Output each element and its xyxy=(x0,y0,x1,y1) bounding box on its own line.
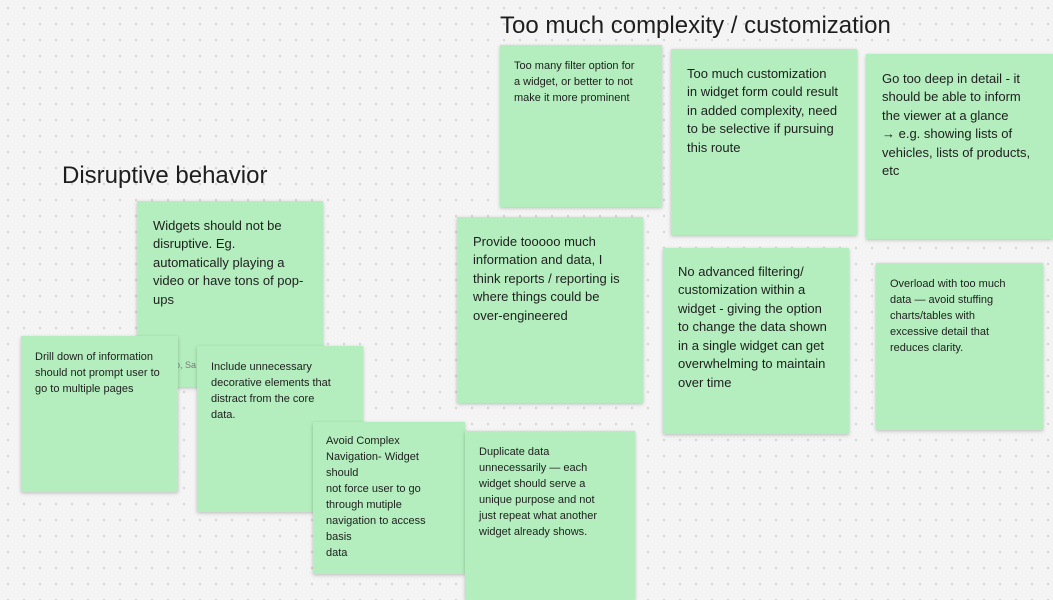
sticky-note-overload-data[interactable]: Overload with too much data — avoid stuf… xyxy=(876,263,1043,430)
note-text: No advanced filtering/ customization wit… xyxy=(678,264,827,390)
heading-complexity[interactable]: Too much complexity / customization xyxy=(500,12,891,39)
sticky-note-no-advanced-filtering[interactable]: No advanced filtering/ customization wit… xyxy=(663,248,849,434)
sticky-note-avoid-complex-navigation[interactable]: Avoid Complex Navigation- Widget should … xyxy=(313,422,465,574)
note-text: Include unnecessary decorative elements … xyxy=(211,361,331,421)
note-text: Go too deep in detail - it should be abl… xyxy=(882,71,1031,179)
sticky-note-duplicate-data[interactable]: Duplicate data unnecessarily — each widg… xyxy=(465,431,635,600)
note-text: Widgets should not be disruptive. Eg. au… xyxy=(153,218,304,307)
note-hidden-text: o, Sa xyxy=(175,360,197,370)
sticky-note-too-deep-detail[interactable]: Go too deep in detail - it should be abl… xyxy=(866,54,1053,239)
note-text: Provide tooooo much information and data… xyxy=(473,234,620,323)
sticky-note-too-much-customization[interactable]: Too much customization in widget form co… xyxy=(671,49,857,235)
note-text: Overload with too much data — avoid stuf… xyxy=(890,278,1006,354)
note-text: Too much customization in widget form co… xyxy=(687,66,839,155)
note-text: Too many filter option for a widget, or … xyxy=(514,60,635,104)
heading-disruptive-behavior[interactable]: Disruptive behavior xyxy=(62,162,268,189)
sticky-note-drill-down[interactable]: Drill down of information should not pro… xyxy=(21,336,178,492)
sticky-note-filter-options[interactable]: Too many filter option for a widget, or … xyxy=(500,45,662,207)
note-text: Avoid Complex Navigation- Widget should … xyxy=(326,435,426,559)
sticky-note-too-much-information[interactable]: Provide tooooo much information and data… xyxy=(457,217,643,403)
note-text: Drill down of information should not pro… xyxy=(35,351,160,395)
note-text: Duplicate data unnecessarily — each widg… xyxy=(479,446,598,538)
